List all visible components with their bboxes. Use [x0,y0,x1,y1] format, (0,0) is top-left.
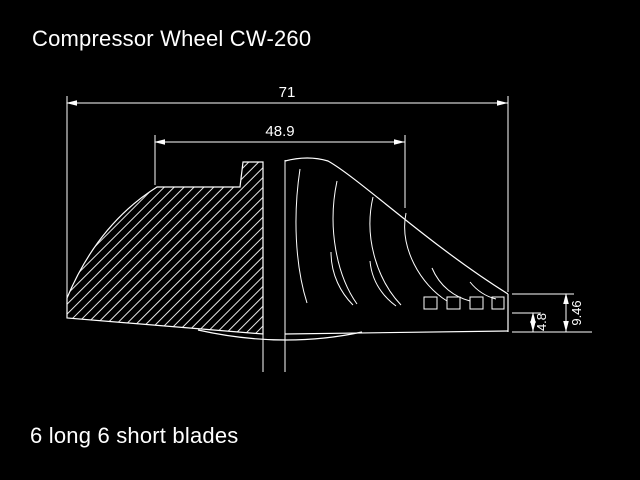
long-blade-curve [332,180,358,305]
dimension-inlet-width: 48.9 [154,123,406,208]
back-face-curve [197,329,363,341]
hub-section-hatched [66,161,264,335]
dimension-step-height: 4.8 [512,312,549,332]
dimension-tip-height: 9.46 [512,293,592,333]
blade-root-tab [491,296,505,310]
short-blade-curve [369,260,397,307]
dim-overall-width-label: 71 [279,84,296,101]
blade-count-note: 6 long 6 short blades [30,423,239,448]
blade-root-tabs [423,296,505,310]
short-blade-curve [431,267,471,302]
dim-tip-height-label: 9.46 [569,300,584,325]
blade-root-tab [423,296,438,310]
dim-step-height-label: 4.8 [534,313,549,331]
short-blade-curve [330,251,354,306]
short-blade-curve [469,281,497,300]
blade-root-tab [446,296,461,310]
long-blade-curve [295,168,308,304]
long-blade-curve [369,196,402,306]
blade-root-tab [469,296,484,310]
long-blade-curve [404,212,448,302]
dimension-overall-width: 71 [66,84,509,298]
blade-profiles [295,168,497,307]
shroud-silhouette [284,157,509,295]
drawing-title: Compressor Wheel CW-260 [32,26,312,51]
wheel-cross-section [66,157,509,372]
dim-inlet-width-label: 48.9 [265,123,294,140]
hub-bottom-edge [284,330,509,335]
